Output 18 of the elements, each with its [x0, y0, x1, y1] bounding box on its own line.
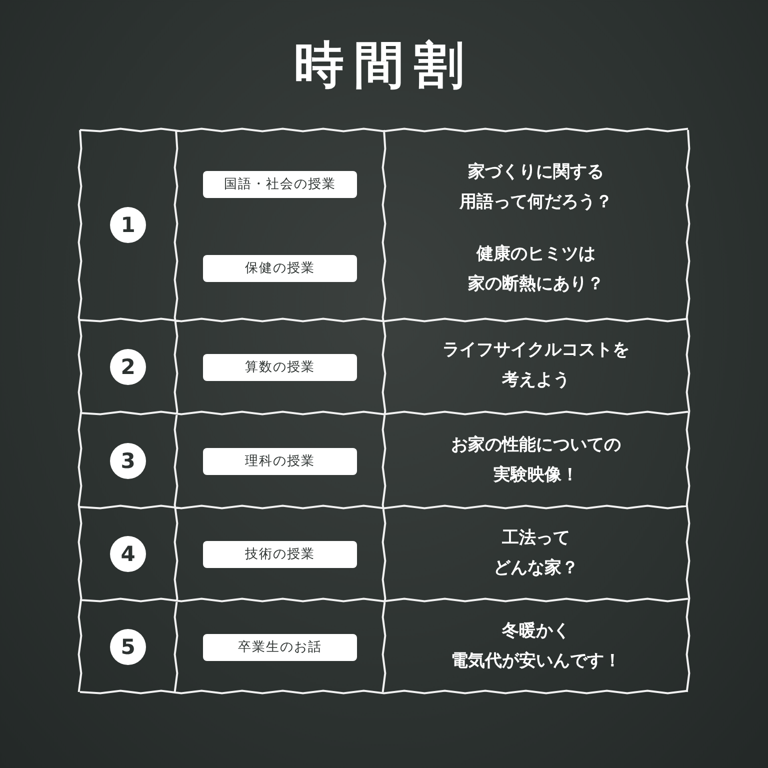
- title: 時間割: [293, 35, 475, 96]
- subject-label: 卒業生のお話: [203, 634, 357, 660]
- subject-label: 理科の授業: [203, 448, 357, 474]
- description-text: ライフサイクルコストを考えよう: [442, 339, 630, 392]
- description-text: 家づくりに関する用語って何だろう？: [458, 161, 614, 214]
- number-circle: 2: [110, 349, 146, 385]
- subject-label: 技術の授業: [203, 540, 357, 568]
- number-circle: 3: [110, 443, 146, 479]
- subject-label: 保健の授業: [203, 254, 357, 282]
- description-text: 工法ってどんな家？: [492, 527, 580, 580]
- description-text: 健康のヒミツは家の断熱にあり？: [467, 243, 605, 296]
- subject-label: 国語・社会の授業: [203, 170, 357, 198]
- number-circle: 4: [110, 536, 146, 572]
- subject-label: 算数の授業: [203, 354, 357, 380]
- description-text: お家の性能についての実験映像！: [450, 434, 622, 487]
- number-circle: 1: [110, 207, 146, 243]
- number-circle: 5: [110, 629, 146, 665]
- description-text: 冬暖かく電気代が安いんです！: [450, 620, 622, 673]
